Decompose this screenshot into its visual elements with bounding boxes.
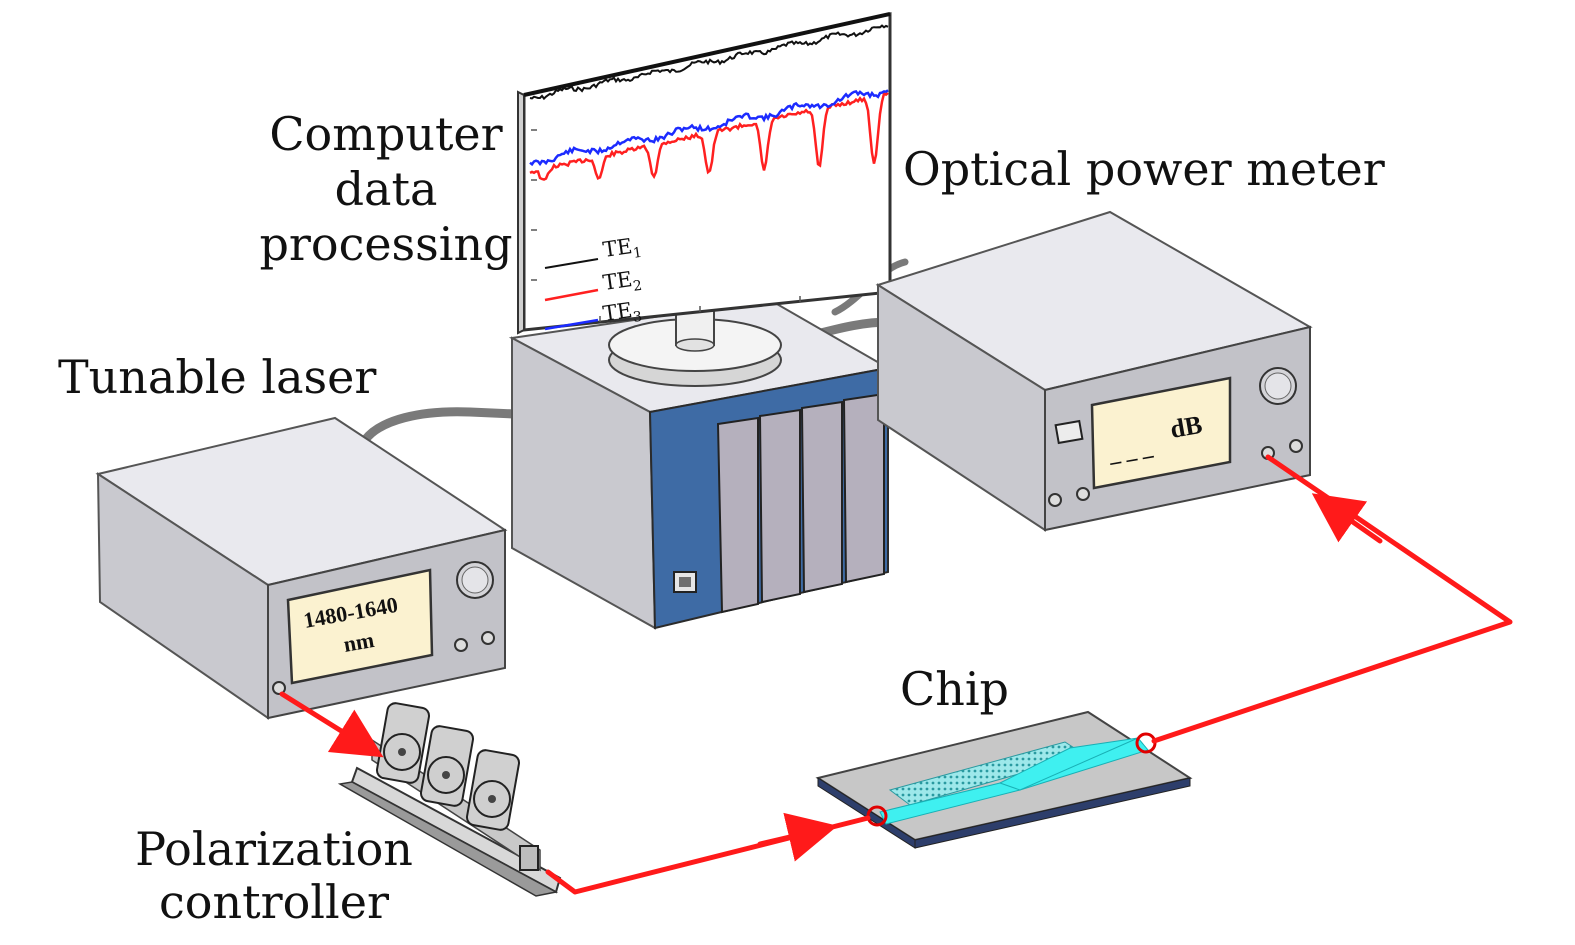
meter-button xyxy=(1048,493,1062,507)
label-polarization-line1: Polarization xyxy=(135,822,413,876)
tunable-laser: 1480-1640 nm xyxy=(95,416,508,720)
label-tunable-laser: Tunable laser xyxy=(58,350,376,404)
chip xyxy=(815,710,1193,849)
legend-te2-swatch xyxy=(544,288,599,302)
legend-te3-swatch xyxy=(544,318,599,331)
meter-button xyxy=(1289,439,1303,453)
meter-panel-icon xyxy=(1054,419,1084,445)
fiber-arrow-mid xyxy=(757,812,838,862)
laser-button xyxy=(481,631,495,645)
legend-te1-label: TE1 xyxy=(601,233,643,266)
fiber-laser-to-controller xyxy=(279,691,384,758)
spectrum-te3 xyxy=(529,89,889,167)
laser-display xyxy=(286,568,434,685)
laser-computer-cable xyxy=(360,407,520,445)
label-computer-line2: data xyxy=(335,162,438,216)
paddle xyxy=(419,725,475,807)
meter-display xyxy=(1090,376,1232,490)
laser-button xyxy=(454,638,468,652)
legend-te3-label: TE3 xyxy=(601,297,643,330)
label-chip: Chip xyxy=(900,662,1009,716)
legend-te2-label: TE2 xyxy=(601,266,643,299)
paddle xyxy=(465,749,521,831)
spectrum-legend: TE1 TE2 TE3 xyxy=(544,233,643,331)
laser-display-line2: nm xyxy=(342,627,376,657)
paddle xyxy=(375,702,431,784)
optical-fiber-path xyxy=(279,454,1513,895)
label-optical-power-meter: Optical power meter xyxy=(903,142,1385,196)
laser-output-port xyxy=(272,681,286,695)
fiber-chip-to-meter xyxy=(1151,454,1513,744)
fiber-arrow-upper xyxy=(1311,493,1383,544)
polarization-controller xyxy=(337,702,562,897)
spectrum-te1 xyxy=(529,24,889,101)
meter-button xyxy=(1076,487,1090,501)
meter-display-unit: dB xyxy=(1168,410,1204,444)
optical-power-meter: _ _ _ dB xyxy=(875,210,1313,532)
monitor: TE1 TE2 TE3 xyxy=(517,12,892,335)
label-polarization-line2: controller xyxy=(159,875,389,929)
label-computer-line1: Computer xyxy=(269,107,502,161)
legend-te1-swatch xyxy=(544,258,599,269)
label-computer-line3: processing xyxy=(259,217,512,271)
